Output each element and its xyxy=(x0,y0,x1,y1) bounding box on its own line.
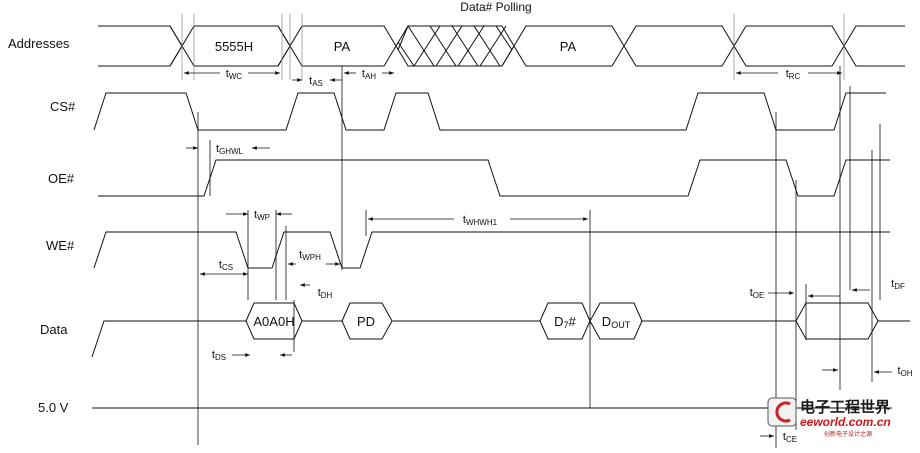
timing-label-tds: tDS xyxy=(212,349,226,362)
timing-label-tdh: tDH xyxy=(318,287,333,300)
timing-label-toh: tOH xyxy=(897,365,912,378)
oe-waveform xyxy=(98,159,890,197)
data-value-a0a0h: A0A0H xyxy=(253,314,294,329)
address-value-pa-1: PA xyxy=(334,39,351,54)
signal-label-oe: OE# xyxy=(48,171,75,186)
data-value-d7: D7# xyxy=(554,314,576,330)
timing-label-toe: tOE xyxy=(750,287,765,300)
eeworld-watermark: 电子工程世界 eeworld.com.cn 创新电子设计之源 xyxy=(767,397,891,438)
address-value-pa-2: PA xyxy=(560,39,577,54)
timing-label-tah: tAH xyxy=(362,68,376,81)
watermark-tagline: 创新电子设计之源 xyxy=(824,430,872,438)
timing-label-twhwh1: tWHWH1 xyxy=(463,214,498,227)
diagram-title: Data# Polling xyxy=(460,0,531,14)
timing-label-tghwl: tGHWL xyxy=(216,143,244,156)
timing-label-twp: tWP xyxy=(254,209,270,222)
reference-lines xyxy=(181,14,881,448)
signal-label-data: Data xyxy=(40,322,68,337)
signal-label-cs: CS# xyxy=(50,99,76,114)
timing-label-trc: tRC xyxy=(786,68,801,81)
data-value-pd: PD xyxy=(357,314,375,329)
timing-arrows xyxy=(184,71,892,438)
timing-label-tce: tCE xyxy=(783,431,797,444)
timing-label-tas: tAS xyxy=(309,75,323,88)
timing-label-tcs: tCS xyxy=(219,259,233,272)
we-waveform xyxy=(93,231,890,269)
watermark-brand: 电子工程世界 xyxy=(800,398,890,416)
signal-label-addresses: Addresses xyxy=(8,36,70,51)
timing-label-tdf: tDF xyxy=(891,278,905,291)
cs-waveform xyxy=(93,92,886,131)
timing-label-twc: tWC xyxy=(226,68,243,81)
signal-label-vcc: 5.0 V xyxy=(38,400,69,415)
eeworld-logo-icon xyxy=(767,397,797,427)
watermark-site: eeworld.com.cn xyxy=(800,415,891,429)
timing-label-twph: tWPH xyxy=(299,249,321,262)
address-value-5555h: 5555H xyxy=(215,39,253,54)
signal-label-we: WE# xyxy=(46,238,75,253)
data-value-dout: DOUT xyxy=(602,314,631,330)
